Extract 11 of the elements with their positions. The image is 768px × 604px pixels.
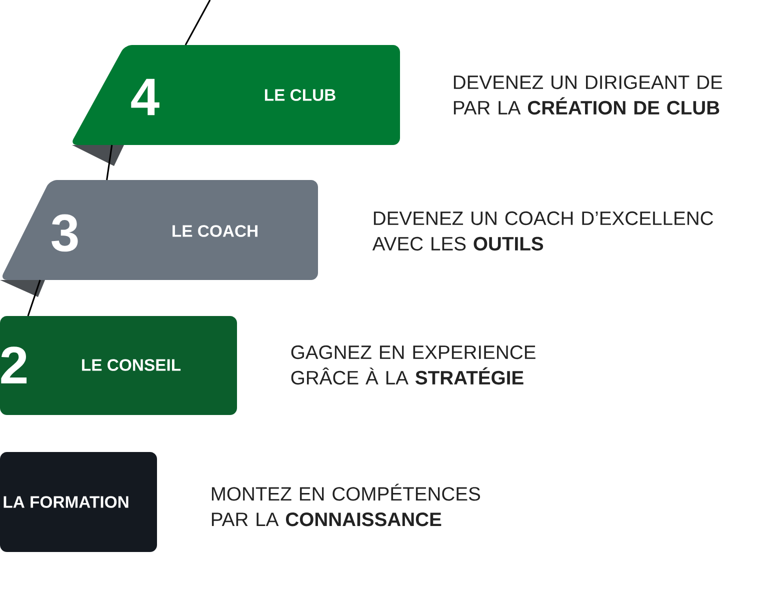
description-text: GAGNEZ EN EXPERIENCE GRÂCE À LA STRATÉGIE bbox=[291, 345, 536, 385]
description-text: DEVENEZ UN COACH D’EXCELLENC AVEC LES OUTILS bbox=[372, 211, 714, 251]
step-box: 2 LE CONSEIL bbox=[0, 316, 237, 415]
description-text: MONTEZ EN COMPÉTENCES PAR LA CONNAISSANCE bbox=[212, 484, 480, 526]
step-box: 4 LE CLUB bbox=[72, 45, 400, 166]
connector-line bbox=[27, 280, 41, 316]
step-box: LA FORMATION bbox=[0, 452, 157, 552]
description-text: DEVENEZ UN DIRIGEANT DE PAR LA CRÉATION DE CLUB bbox=[454, 75, 722, 115]
connector-line bbox=[184, 0, 211, 46]
step-box: 3 LE COACH bbox=[0, 180, 318, 297]
connector-line bbox=[106, 144, 113, 180]
